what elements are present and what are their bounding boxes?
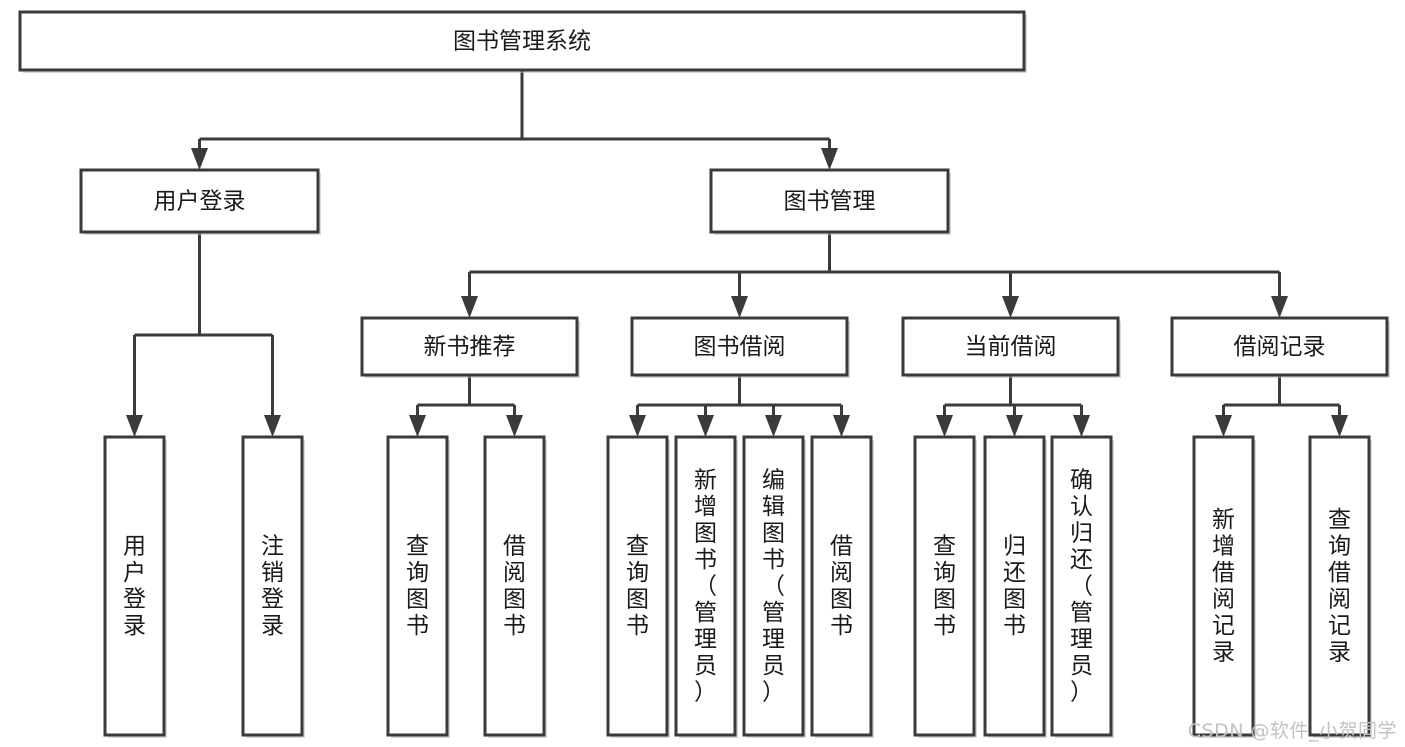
node-leaf-edit-book-admin[interactable]: 编辑图书（管理员） (742, 435, 806, 738)
node-label: 注销登录 (261, 534, 284, 640)
arrow-head-icon (1002, 296, 1019, 318)
connector-c-userlogin-split (126, 232, 281, 437)
arrow-head-icon (936, 415, 953, 437)
arrow-head-icon (1271, 296, 1288, 318)
node-label: 用户登录 (123, 534, 146, 640)
level2-node-box[interactable] (79, 168, 320, 234)
arrow-head-icon (697, 415, 714, 437)
node-root[interactable]: 图书管理系统 (18, 10, 1027, 73)
node-leaf-borrow-book-recommend[interactable]: 借阅图书 (483, 435, 547, 738)
connector-c-record-split (1215, 375, 1348, 437)
nodes-layer: 图书管理系统用户登录图书管理新书推荐图书借阅当前借阅借阅记录用户登录注销登录查询… (18, 10, 1390, 738)
connectors-layer (126, 70, 1348, 437)
level3-node-box[interactable] (901, 316, 1120, 377)
node-label: 新增图书（管理员） (694, 467, 717, 705)
node-leaf-user-login[interactable]: 用户登录 (103, 435, 167, 738)
connector-c-borrow-split (629, 375, 850, 437)
node-leaf-return-book[interactable]: 归还图书 (983, 435, 1047, 738)
arrow-head-icon (1006, 415, 1023, 437)
node-label: 图书借阅 (694, 334, 786, 360)
node-label: 编辑图书（管理员） (762, 467, 785, 705)
leaf-node-box[interactable] (913, 435, 976, 737)
node-label: 归还图书 (1003, 534, 1026, 640)
arrow-head-icon (506, 415, 523, 437)
node-leaf-query-book-borrow[interactable]: 查询图书 (606, 435, 670, 738)
node-label: 查询图书 (626, 534, 649, 640)
node-user-login[interactable]: 用户登录 (79, 168, 321, 235)
arrow-head-icon (264, 415, 281, 437)
connector-c-bookmgmt-split (461, 232, 1288, 318)
leaf-node-box[interactable] (674, 435, 737, 737)
arrow-head-icon (126, 415, 143, 437)
level3-node-box[interactable] (1170, 316, 1389, 377)
node-label: 用户登录 (154, 189, 246, 215)
arrow-head-icon (765, 415, 782, 437)
connector-c-current-split (936, 375, 1090, 437)
arrow-head-icon (461, 296, 478, 318)
node-book-management[interactable]: 图书管理 (709, 168, 951, 235)
arrow-head-icon (833, 415, 850, 437)
leaf-node-box[interactable] (483, 435, 546, 737)
node-label: 确认归还（管理员） (1070, 467, 1093, 705)
node-label: 查询借阅记录 (1328, 507, 1351, 666)
node-label: 图书管理系统 (453, 29, 591, 55)
level2-node-box[interactable] (709, 168, 950, 234)
csdn-watermark: CSDN @软件_小贺同学 (1187, 720, 1397, 742)
node-label: 借阅记录 (1234, 334, 1326, 360)
node-label: 新增借阅记录 (1212, 507, 1235, 666)
node-label: 图书管理 (784, 189, 876, 215)
node-leaf-confirm-return-admin[interactable]: 确认归还（管理员） (1050, 435, 1114, 738)
level3-node-box[interactable] (630, 316, 849, 377)
leaf-node-box[interactable] (241, 435, 304, 737)
arrow-head-icon (409, 415, 426, 437)
node-leaf-query-book-recommend[interactable]: 查询图书 (386, 435, 450, 738)
leaf-node-box[interactable] (103, 435, 166, 737)
node-label: 查询图书 (933, 534, 956, 640)
node-current-borrow[interactable]: 当前借阅 (901, 316, 1121, 378)
arrow-head-icon (821, 148, 838, 170)
level3-node-box[interactable] (360, 316, 579, 377)
leaf-node-box[interactable] (742, 435, 805, 737)
node-leaf-add-borrow-record[interactable]: 新增借阅记录 (1192, 435, 1256, 738)
node-label: 借阅图书 (503, 534, 526, 640)
node-book-borrow[interactable]: 图书借阅 (630, 316, 850, 378)
arrow-head-icon (629, 415, 646, 437)
node-new-book-recommend[interactable]: 新书推荐 (360, 316, 580, 378)
node-label: 借阅图书 (830, 534, 853, 640)
node-leaf-add-book-admin[interactable]: 新增图书（管理员） (674, 435, 738, 738)
leaf-node-box[interactable] (606, 435, 669, 737)
arrow-head-icon (1331, 415, 1348, 437)
leaf-node-box[interactable] (983, 435, 1046, 737)
leaf-node-box[interactable] (386, 435, 449, 737)
node-leaf-borrow-book[interactable]: 借阅图书 (810, 435, 874, 738)
arrow-head-icon (1073, 415, 1090, 437)
connector-c-root-split (191, 70, 838, 170)
leaf-node-box[interactable] (1192, 435, 1255, 737)
node-leaf-query-book-current[interactable]: 查询图书 (913, 435, 977, 738)
node-borrow-record[interactable]: 借阅记录 (1170, 316, 1390, 378)
node-label: 当前借阅 (965, 334, 1057, 360)
node-leaf-query-borrow-record[interactable]: 查询借阅记录 (1308, 435, 1372, 738)
arrow-head-icon (191, 148, 208, 170)
leaf-node-box[interactable] (1308, 435, 1371, 737)
node-label: 新书推荐 (424, 334, 516, 360)
connector-c-recommend-split (409, 375, 523, 437)
arrow-head-icon (1215, 415, 1232, 437)
arrow-head-icon (731, 296, 748, 318)
leaf-node-box[interactable] (810, 435, 873, 737)
root-node-box[interactable] (18, 10, 1026, 72)
node-leaf-logout[interactable]: 注销登录 (241, 435, 305, 738)
node-label: 查询图书 (406, 534, 429, 640)
leaf-node-box[interactable] (1050, 435, 1113, 737)
